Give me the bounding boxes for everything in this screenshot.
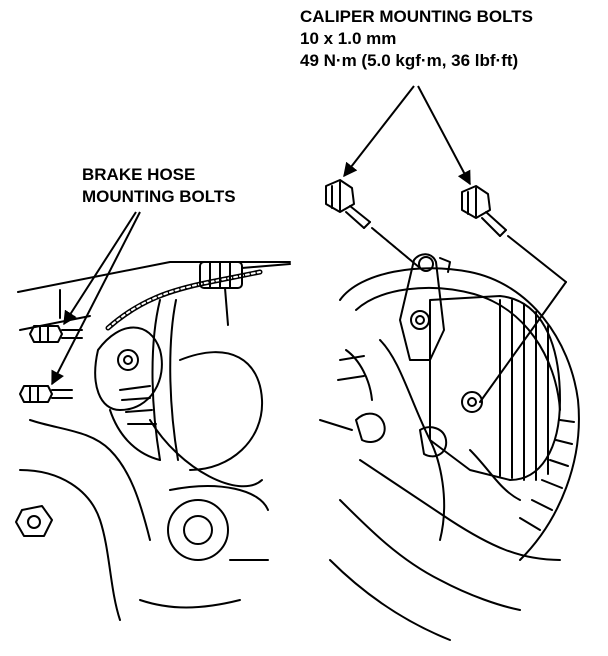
caliper-bolts-callout: CALIPER MOUNTING BOLTS 10 x 1.0 mm 49 N·… [300, 6, 533, 72]
caliper-bolt-leader-lines [343, 85, 471, 186]
brake-hose-leader-lines [51, 211, 141, 386]
caliper-bolts-title: CALIPER MOUNTING BOLTS [300, 7, 533, 26]
caliper-bolts-torque: 49 N·m (5.0 kgf·m, 36 lbf·ft) [300, 51, 519, 70]
right-caliper-illustration [319, 179, 580, 641]
brake-hose-bolt-upper [29, 325, 83, 343]
caliper-bolt-left [325, 179, 371, 229]
brake-hose-bolts-callout: BRAKE HOSE MOUNTING BOLTS [82, 164, 236, 208]
left-suspension-illustration [15, 261, 291, 621]
caliper-bolts-size: 10 x 1.0 mm [300, 29, 397, 48]
caliper-bolt-right [461, 185, 507, 237]
brake-hose-label-line2: MOUNTING BOLTS [82, 187, 236, 206]
brake-hose-label-line1: BRAKE HOSE [82, 165, 196, 184]
brake-hose-bolt-lower [19, 385, 73, 403]
